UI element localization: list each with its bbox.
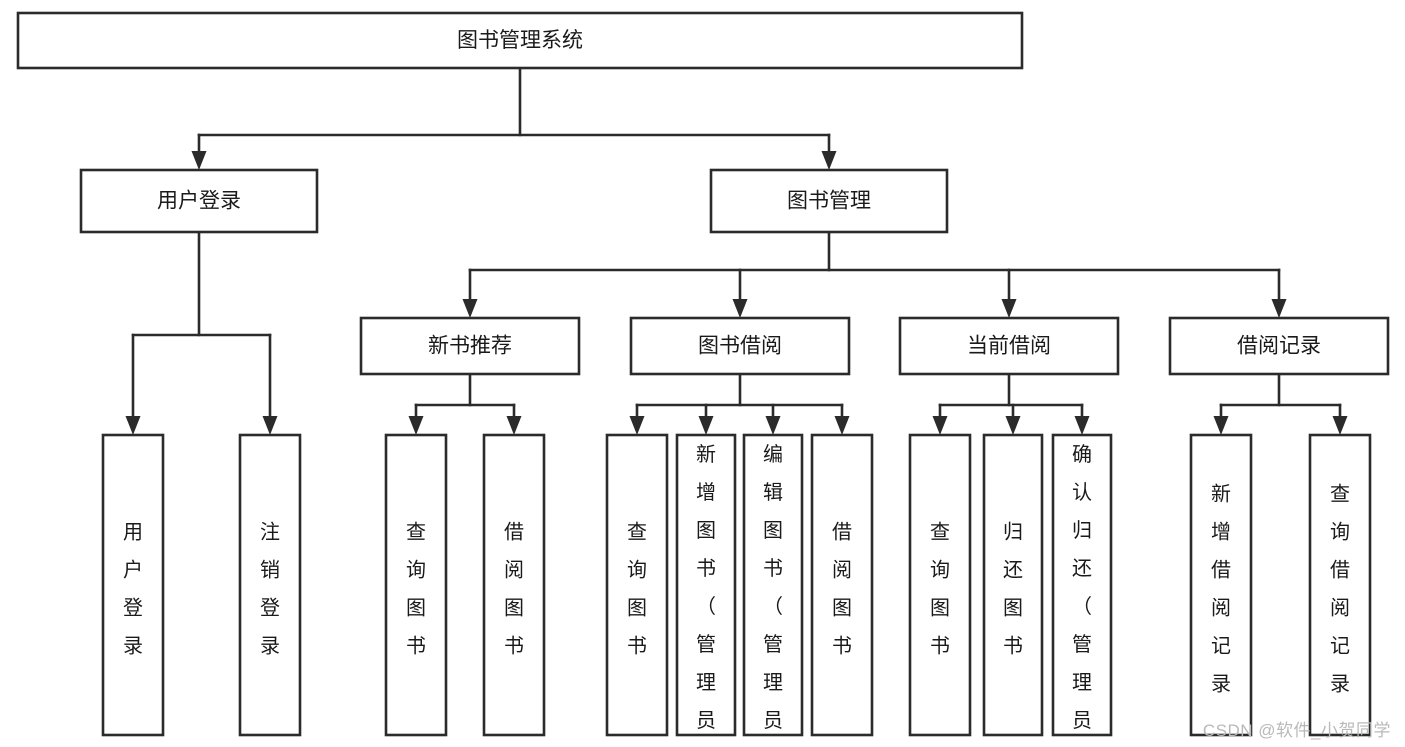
- node-box[interactable]: [1051, 433, 1113, 737]
- node-label-vertical: 确认归还（管理员）: [1072, 443, 1092, 747]
- leaf-node-8[interactable]: 查询图书: [908, 433, 972, 737]
- node-box[interactable]: [101, 433, 165, 737]
- leaf-node-1[interactable]: 注销登录: [238, 433, 302, 737]
- node-label-vertical: 借阅图书: [504, 521, 524, 658]
- arrow-head-icon: [262, 416, 278, 435]
- node-label: 新书推荐: [428, 335, 512, 358]
- arrow-head-icon: [1213, 416, 1229, 435]
- node-label-vertical: 归还图书: [1003, 521, 1023, 658]
- arrow-head-icon: [1271, 299, 1287, 318]
- node-box[interactable]: [982, 433, 1044, 737]
- node-box[interactable]: [79, 168, 319, 234]
- node-box[interactable]: [1189, 433, 1253, 737]
- arrow-head-icon: [191, 151, 207, 170]
- node-box[interactable]: [1308, 433, 1372, 737]
- arrow-head-icon: [629, 416, 645, 435]
- arrow-head-icon: [821, 151, 837, 170]
- node-label-vertical: 新增图书（管理员）: [696, 443, 716, 747]
- node-box[interactable]: [359, 316, 581, 376]
- leaf-node-10[interactable]: 确认归还（管理员）: [1051, 433, 1113, 747]
- leaf-node-2[interactable]: 查询图书: [384, 433, 448, 737]
- leaf-node-6[interactable]: 编辑图书（管理员）: [742, 433, 804, 747]
- arrow-head-icon: [834, 416, 850, 435]
- leaf-node-3[interactable]: 借阅图书: [482, 433, 546, 737]
- node-box[interactable]: [709, 168, 949, 234]
- leaf-node-5[interactable]: 新增图书（管理员）: [675, 433, 737, 747]
- node-label-vertical: 查询借阅记录: [1330, 483, 1350, 696]
- root-node-0[interactable]: 图书管理系统: [16, 11, 1024, 70]
- node-box[interactable]: [629, 316, 851, 376]
- node-label: 图书管理系统: [457, 29, 583, 52]
- node-box[interactable]: [1168, 316, 1390, 376]
- node-box[interactable]: [675, 433, 737, 737]
- arrow-head-icon: [732, 299, 748, 318]
- node-box[interactable]: [16, 11, 1024, 70]
- level2-node-1[interactable]: 图书管理: [709, 168, 949, 234]
- arrow-head-icon: [932, 416, 948, 435]
- node-label-vertical: 编辑图书（管理员）: [763, 443, 783, 747]
- node-label: 当前借阅: [967, 335, 1051, 358]
- arrow-head-icon: [408, 416, 424, 435]
- leaf-node-7[interactable]: 借阅图书: [810, 433, 874, 737]
- node-box[interactable]: [482, 433, 546, 737]
- arrow-head-icon: [765, 416, 781, 435]
- node-box[interactable]: [810, 433, 874, 737]
- node-label-vertical: 借阅图书: [832, 521, 852, 658]
- node-box[interactable]: [898, 316, 1120, 376]
- arrow-head-icon: [1001, 299, 1017, 318]
- node-box[interactable]: [742, 433, 804, 737]
- node-label-vertical: 用户登录: [123, 522, 143, 658]
- arrow-head-icon: [1005, 416, 1021, 435]
- node-label-vertical: 新增借阅记录: [1211, 483, 1231, 696]
- node-label: 用户登录: [157, 190, 241, 213]
- level2-node-0[interactable]: 用户登录: [79, 168, 319, 234]
- level3-node-2[interactable]: 当前借阅: [898, 316, 1120, 376]
- arrow-head-icon: [1074, 416, 1090, 435]
- arrow-head-icon: [462, 299, 478, 318]
- leaf-node-0[interactable]: 用户登录: [101, 433, 165, 737]
- node-layer: 图书管理系统用户登录图书管理新书推荐图书借阅当前借阅借阅记录用户登录注销登录查询…: [16, 11, 1390, 747]
- node-label-vertical: 查询图书: [930, 521, 950, 658]
- leaf-node-4[interactable]: 查询图书: [605, 433, 669, 737]
- node-box[interactable]: [605, 433, 669, 737]
- arrow-head-icon: [698, 416, 714, 435]
- node-label-vertical: 注销登录: [260, 521, 280, 658]
- level3-node-1[interactable]: 图书借阅: [629, 316, 851, 376]
- leaf-node-11[interactable]: 新增借阅记录: [1189, 433, 1253, 737]
- node-label: 借阅记录: [1237, 335, 1321, 358]
- arrow-head-icon: [1332, 416, 1348, 435]
- node-label: 图书借阅: [698, 335, 782, 358]
- arrow-head-icon: [506, 416, 522, 435]
- level3-node-3[interactable]: 借阅记录: [1168, 316, 1390, 376]
- leaf-node-9[interactable]: 归还图书: [982, 433, 1044, 737]
- node-box[interactable]: [384, 433, 448, 737]
- connector-layer: [125, 66, 1348, 435]
- node-box[interactable]: [908, 433, 972, 737]
- node-box[interactable]: [238, 433, 302, 737]
- node-label-vertical: 查询图书: [627, 521, 647, 658]
- level3-node-0[interactable]: 新书推荐: [359, 316, 581, 376]
- arrow-head-icon: [125, 416, 141, 435]
- node-label-vertical: 查询图书: [406, 521, 426, 658]
- node-label: 图书管理: [787, 190, 871, 213]
- leaf-node-12[interactable]: 查询借阅记录: [1308, 433, 1372, 737]
